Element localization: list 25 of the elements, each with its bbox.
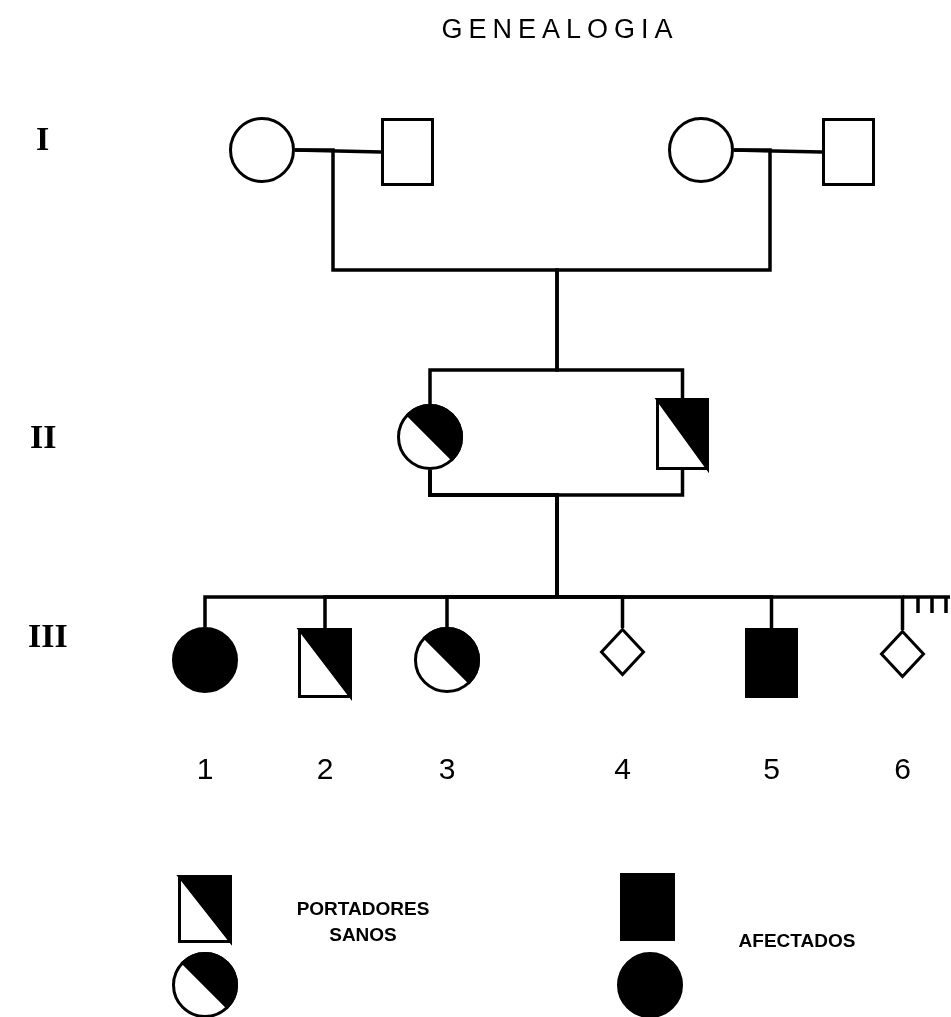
male-symbol	[381, 118, 434, 186]
female-symbol	[414, 627, 480, 693]
individual-number: 5	[762, 752, 781, 786]
male-symbol	[745, 628, 798, 698]
individual-number: 6	[893, 752, 912, 786]
legend-label: AFECTADOS	[737, 929, 857, 953]
title: GENEALOGIA	[440, 14, 680, 45]
male-symbol	[822, 118, 875, 186]
female-symbol	[668, 117, 734, 183]
legend-label: PORTADORES SANOS	[295, 897, 431, 947]
female-symbol	[229, 117, 295, 183]
generation-label: I	[36, 120, 50, 158]
individual-number: 2	[315, 752, 335, 786]
generation-label: II	[30, 418, 57, 456]
individual-number: 3	[437, 752, 457, 786]
individual-number: 4	[613, 752, 632, 786]
generation-label: III	[28, 617, 68, 655]
unknown-sex-symbol	[880, 630, 925, 678]
pedigree-line	[555, 148, 772, 398]
male-symbol	[656, 398, 709, 470]
female-symbol	[172, 627, 238, 693]
unknown-sex-symbol	[600, 628, 645, 676]
male-symbol	[298, 628, 352, 698]
female-symbol	[397, 404, 463, 470]
individual-number: 1	[195, 752, 215, 786]
